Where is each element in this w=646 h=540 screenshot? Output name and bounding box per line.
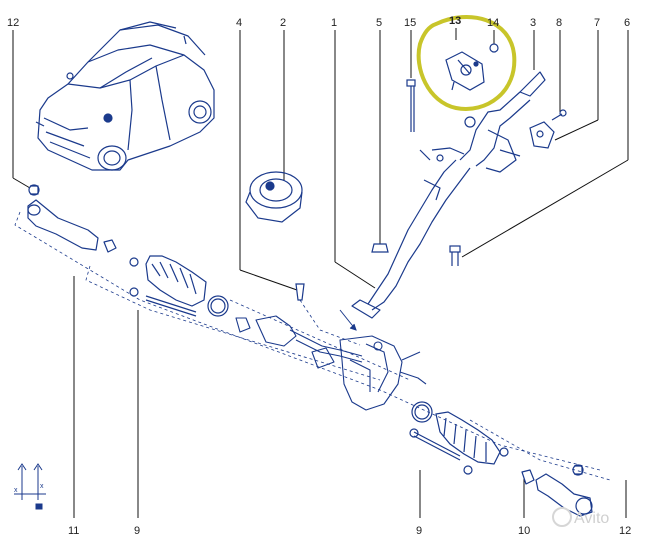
- part-label: 12: [7, 17, 19, 29]
- part-13-sensor: [445, 51, 485, 91]
- nut-5: [371, 243, 389, 253]
- part-label: 11: [68, 525, 79, 537]
- part-label: 9: [416, 525, 422, 537]
- part-label: 5: [376, 17, 382, 29]
- bolt-6: [449, 245, 461, 266]
- orientation-icon: x x: [14, 463, 46, 510]
- part-label: 10: [518, 525, 530, 537]
- tie-rod-left: [27, 184, 117, 253]
- part-label: 4: [236, 17, 242, 29]
- car-icon: [35, 21, 215, 171]
- highlight-circle: [416, 15, 517, 111]
- boot-right: [409, 401, 509, 475]
- tie-rod-right: [521, 464, 593, 517]
- part-number-labels-bottom: 11 9 9 10 12: [68, 525, 631, 537]
- svg-text:x: x: [40, 483, 44, 490]
- leader-lines-bottom: [73, 276, 627, 518]
- part-number-labels-top: 12 4 2 1 5 15 13 14 3 8 7 6: [7, 15, 630, 29]
- part-label: 1: [331, 17, 337, 29]
- bolt-15: [406, 79, 416, 132]
- leader-lines-top: [12, 28, 629, 291]
- boot-left: [129, 255, 229, 317]
- bracket-7: [529, 121, 555, 149]
- svg-text:x: x: [14, 487, 18, 494]
- part-label: 12: [619, 525, 631, 537]
- part-label-highlighted: 13: [449, 15, 461, 27]
- pin-4: [295, 283, 305, 301]
- part-label: 9: [134, 525, 140, 537]
- part-label: 14: [487, 17, 499, 29]
- steering-rack: [235, 315, 427, 411]
- arrow-1: [339, 309, 357, 331]
- watermark: Avito: [552, 507, 609, 527]
- part-label: 3: [530, 17, 536, 29]
- watermark-text: Avito: [574, 510, 609, 527]
- steering-column: [351, 71, 546, 319]
- assembly-guides: [14, 211, 611, 481]
- airbag-cover: [245, 171, 303, 223]
- part-label: 2: [280, 17, 286, 29]
- bolt-8: [551, 109, 567, 121]
- part-label: 6: [624, 17, 630, 29]
- nut-14: [489, 43, 499, 53]
- part-label: 15: [404, 17, 416, 29]
- part-label: 7: [594, 17, 600, 29]
- part-label: 8: [556, 17, 562, 29]
